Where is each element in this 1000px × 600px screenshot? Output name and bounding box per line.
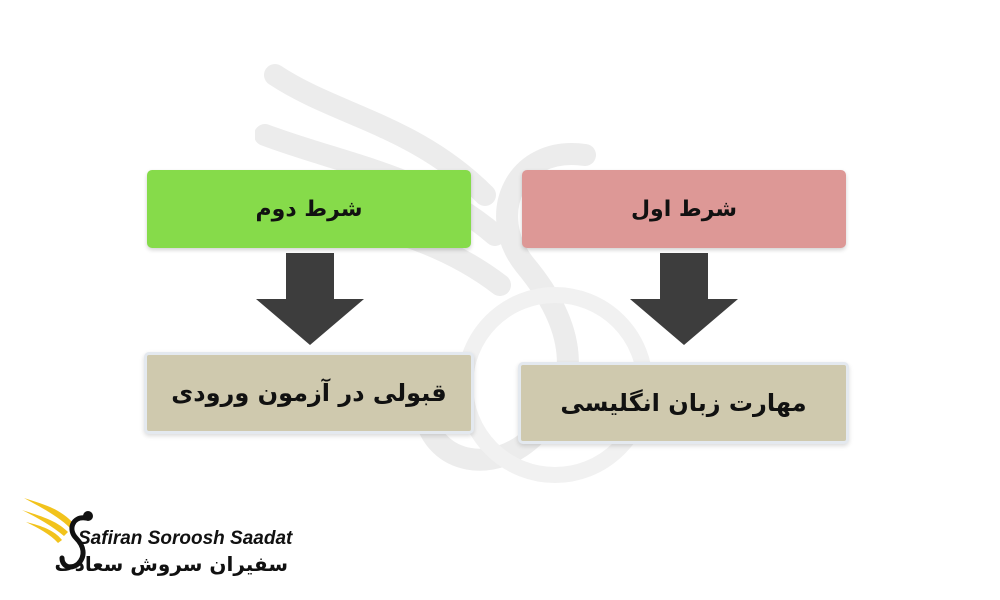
down-arrow-icon <box>630 253 738 345</box>
condition-1-heading: شرط اول <box>522 170 846 248</box>
condition-2-result: قبولی در آزمون ورودی <box>144 352 474 434</box>
condition-2-heading-text: شرط دوم <box>255 196 363 222</box>
condition-2-result-text: قبولی در آزمون ورودی <box>171 379 447 407</box>
brand-name-persian: سفیران سروش سعادت <box>54 552 289 576</box>
condition-2-heading: شرط دوم <box>147 170 471 248</box>
brand-name-english: Safiran Soroosh Saadat <box>78 528 293 549</box>
brand-logo-icon <box>22 498 93 570</box>
down-arrow-icon <box>256 253 364 345</box>
condition-1-result-text: مهارت زبان انگلیسی <box>560 389 807 417</box>
condition-1-result: مهارت زبان انگلیسی <box>518 362 849 444</box>
condition-1-heading-text: شرط اول <box>630 196 738 222</box>
